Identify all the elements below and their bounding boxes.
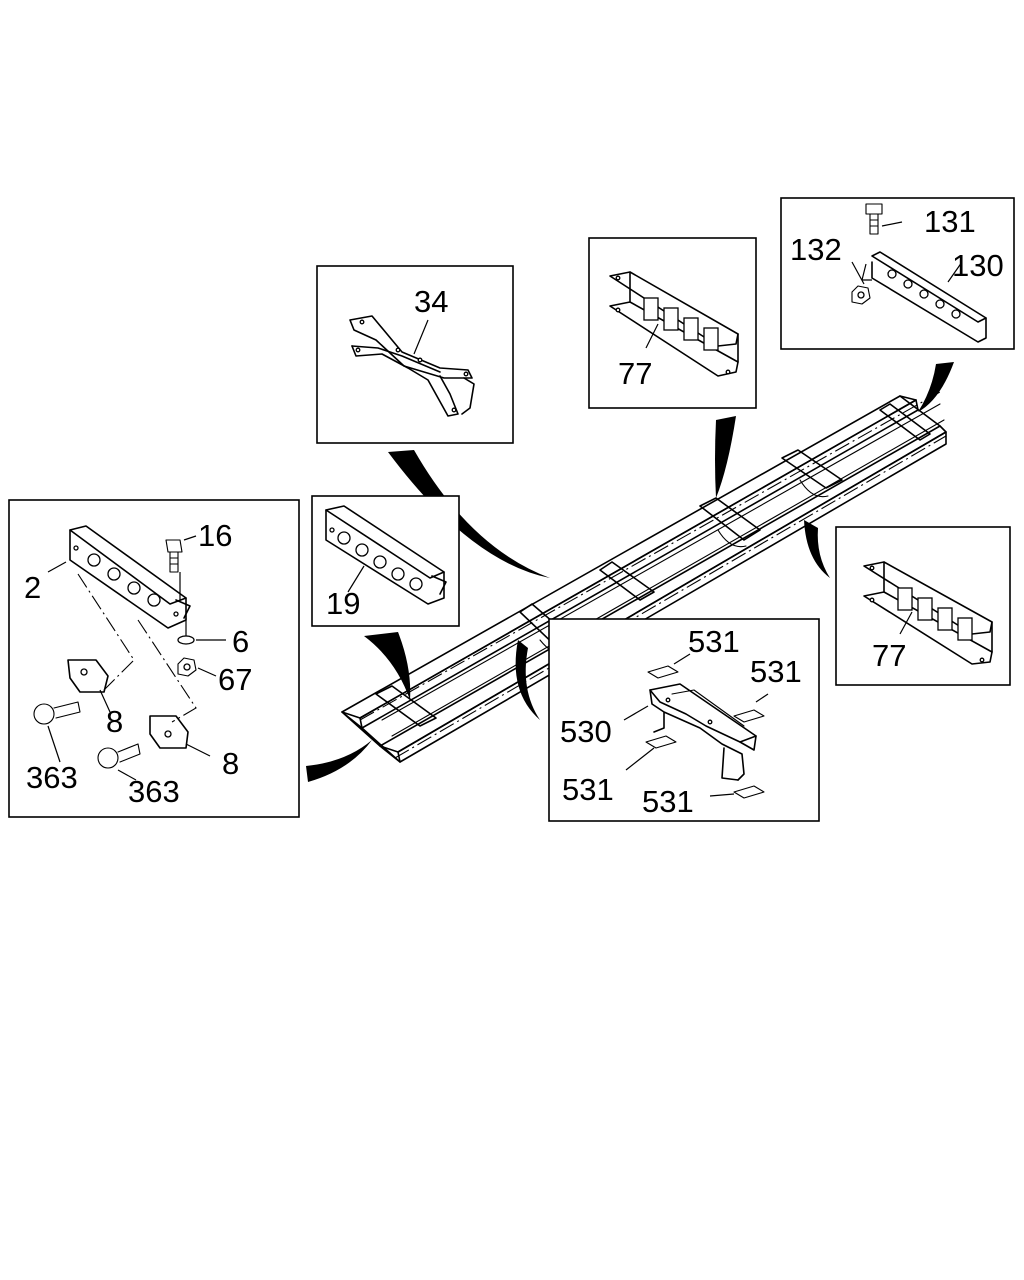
callout-77-top: 77 [618, 356, 652, 391]
callout-531-b: 531 [750, 654, 802, 689]
crossmember-2-drawing [69, 525, 191, 629]
shims-531-drawing [645, 665, 765, 799]
callout-16: 16 [198, 518, 232, 553]
detail-box-77-right: 77 [835, 526, 1011, 686]
detail-box-19: 19 [311, 495, 460, 627]
callout-8-a: 8 [106, 704, 123, 739]
bolt-16-drawing [165, 539, 183, 573]
crossmember-77-right-drawing [863, 561, 993, 665]
callout-8-b: 8 [222, 746, 239, 781]
washer-6-drawing [177, 635, 195, 645]
callout-530: 530 [560, 714, 612, 749]
detail-box-77-top: 77 [588, 237, 757, 409]
callout-531-a: 531 [688, 624, 740, 659]
callout-6: 6 [232, 624, 249, 659]
detail-box-530: 531 531 530 531 531 [548, 618, 820, 822]
crossmember-34-drawing [349, 315, 475, 417]
callout-363-b: 363 [128, 774, 180, 809]
callout-132: 132 [790, 232, 842, 267]
bolt-363a-drawing [33, 701, 81, 725]
callout-130: 130 [952, 248, 1004, 283]
callout-34: 34 [414, 284, 448, 319]
bracket-8b-drawing [149, 715, 189, 749]
crossmember-130-drawing [871, 251, 987, 343]
bolt-131-drawing [865, 203, 883, 235]
crossmember-530-drawing [649, 683, 757, 781]
crossmember-19-drawing [325, 505, 447, 605]
callout-67: 67 [218, 662, 252, 697]
bracket-8a-drawing [67, 659, 109, 693]
callout-131: 131 [924, 204, 976, 239]
leader-pointers [306, 362, 954, 782]
callout-531-c: 531 [562, 772, 614, 807]
callout-19: 19 [326, 586, 360, 621]
crossmember-77-top-drawing [609, 271, 739, 377]
callout-2: 2 [24, 570, 41, 605]
bolt-363b-drawing [97, 743, 141, 769]
callout-531-d: 531 [642, 784, 694, 819]
detail-box-2: 16 2 6 67 8 8 363 363 [8, 499, 300, 818]
callout-363-a: 363 [26, 760, 78, 795]
detail-box-130: 131 132 130 [780, 197, 1015, 350]
nut-132-drawing [851, 285, 871, 305]
detail-box-34: 34 [316, 265, 514, 444]
callout-77-right: 77 [872, 638, 906, 673]
nut-67-drawing [177, 657, 197, 677]
